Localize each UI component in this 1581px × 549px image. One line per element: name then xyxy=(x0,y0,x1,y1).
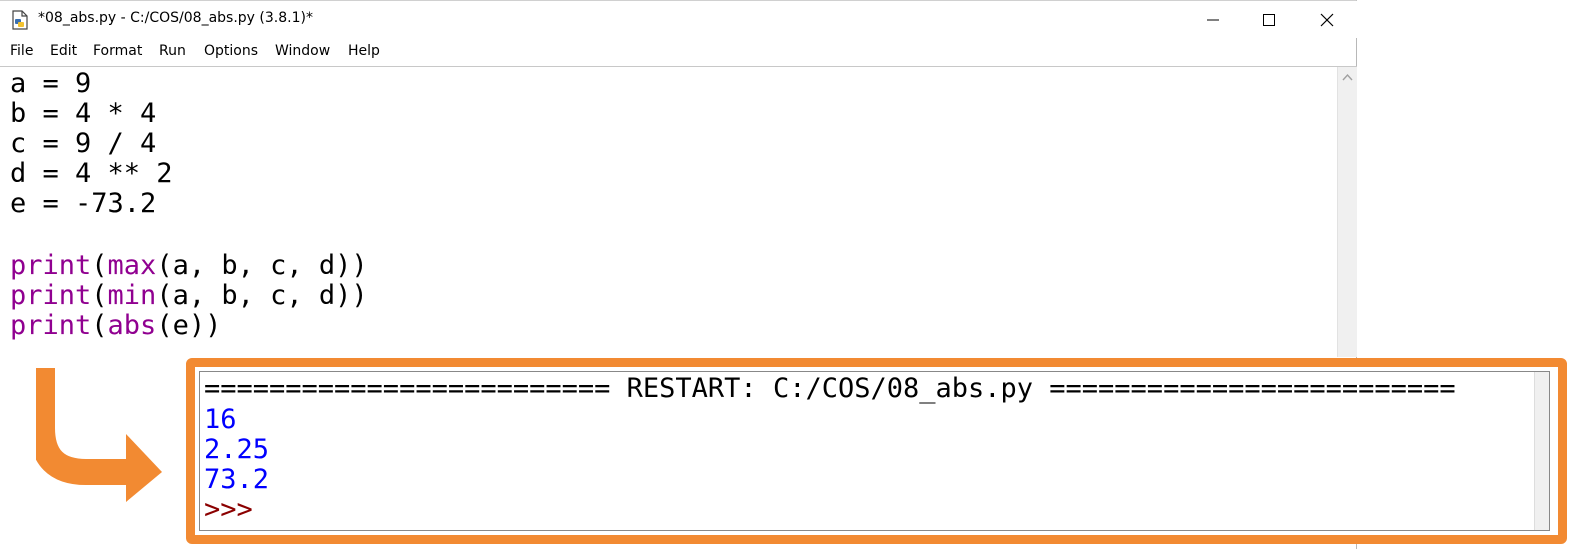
menu-help[interactable]: Help xyxy=(348,43,380,59)
maximize-button[interactable] xyxy=(1246,5,1292,35)
menu-run[interactable]: Run xyxy=(159,43,186,59)
output-line: 16 xyxy=(204,404,237,435)
maximize-icon xyxy=(1263,14,1275,26)
keyword: min xyxy=(107,280,157,311)
shell-output-panel: ========================= RESTART: C:/CO… xyxy=(186,358,1567,544)
orange-bent-arrow-icon xyxy=(36,368,162,502)
menu-file[interactable]: File xyxy=(10,43,34,59)
code-line: e = -73.2 xyxy=(10,188,157,219)
restart-banner: ========================= RESTART: C:/CO… xyxy=(204,373,1456,404)
code-text: (a, b, c, d)) xyxy=(156,250,368,281)
code-line: c = 9 / 4 xyxy=(10,128,157,159)
code-line: print(max(a, b, c, d)) xyxy=(10,251,368,281)
close-button[interactable] xyxy=(1304,5,1350,35)
shell-text-area[interactable]: ========================= RESTART: C:/CO… xyxy=(199,371,1550,531)
minimize-button[interactable] xyxy=(1190,5,1236,35)
keyword: print xyxy=(10,250,92,281)
code-line: d = 4 ** 2 xyxy=(10,158,173,189)
shell-scrollbar[interactable] xyxy=(1534,372,1549,530)
keyword: abs xyxy=(107,310,157,341)
keyword: print xyxy=(10,310,92,341)
title-bar[interactable]: *08_abs.py - C:/COS/08_abs.py (3.8.1)* xyxy=(0,1,1357,38)
keyword: print xyxy=(10,280,92,311)
close-icon xyxy=(1320,13,1334,27)
code-text: ( xyxy=(91,280,108,311)
menu-bar: File Edit Format Run Options Window Help xyxy=(0,40,1357,67)
menu-format[interactable]: Format xyxy=(93,43,143,59)
code-text: (a, b, c, d)) xyxy=(156,280,368,311)
code-editor[interactable]: a = 9 b = 4 * 4 c = 9 / 4 d = 4 ** 2 e =… xyxy=(0,67,1336,367)
output-line: 73.2 xyxy=(204,464,270,495)
shell-prompt: >>> xyxy=(204,494,253,525)
code-line: print(abs(e)) xyxy=(10,311,221,341)
code-line: print(min(a, b, c, d)) xyxy=(10,281,368,311)
menu-options[interactable]: Options xyxy=(204,43,259,59)
code-text: ( xyxy=(91,250,108,281)
python-file-icon xyxy=(12,10,28,30)
keyword: max xyxy=(107,250,157,281)
code-line: b = 4 * 4 xyxy=(10,98,157,129)
code-line: a = 9 xyxy=(10,68,92,99)
vertical-scrollbar[interactable] xyxy=(1337,67,1357,357)
minimize-icon xyxy=(1207,19,1219,21)
window-title: *08_abs.py - C:/COS/08_abs.py (3.8.1)* xyxy=(38,10,313,26)
code-text: (e)) xyxy=(156,310,222,341)
output-line: 2.25 xyxy=(204,434,270,465)
scroll-up-icon[interactable] xyxy=(1338,67,1357,87)
code-text: ( xyxy=(91,310,108,341)
menu-edit[interactable]: Edit xyxy=(50,43,78,59)
menu-window[interactable]: Window xyxy=(275,43,331,59)
